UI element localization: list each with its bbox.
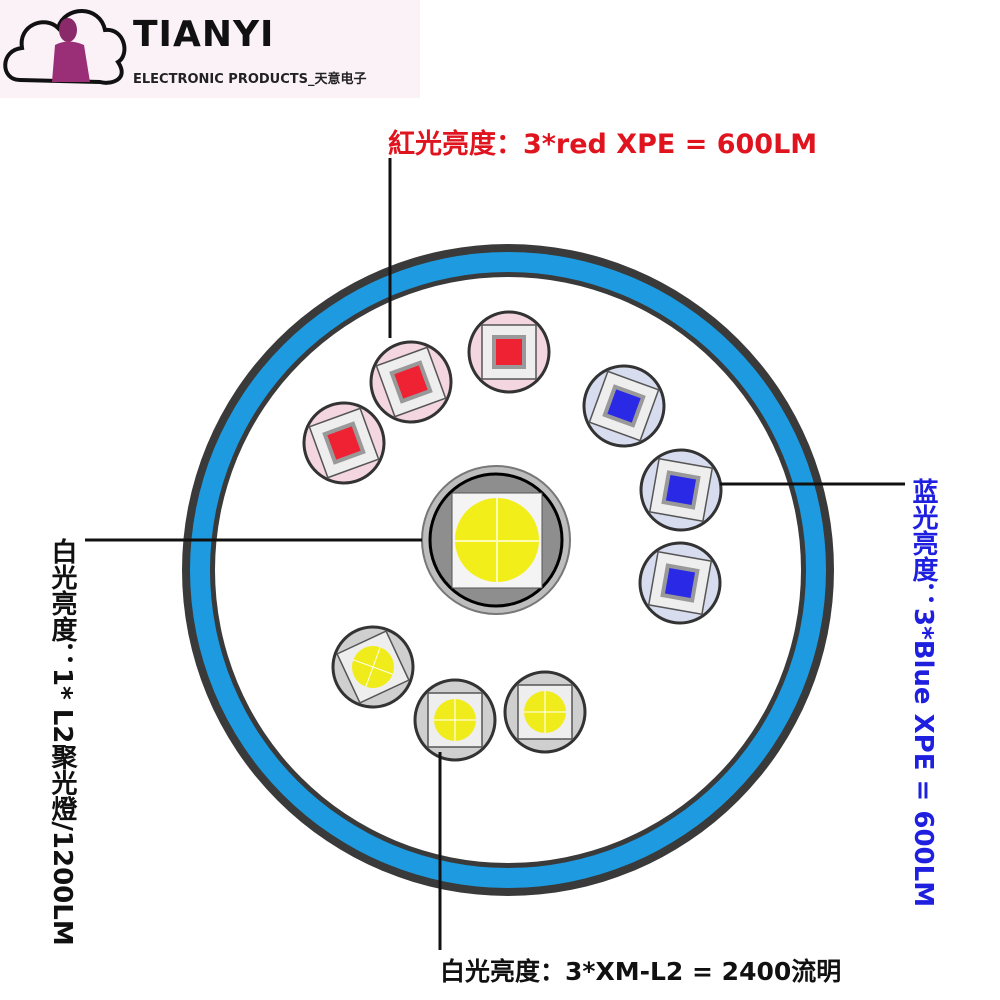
- white-led: [503, 670, 587, 754]
- white-led: [413, 678, 497, 762]
- brand-name: TIANYI: [133, 14, 275, 55]
- leader-lines: [85, 158, 905, 950]
- blue-brightness-label: 蓝光亮度：3*Blue XPE = 600LM: [908, 478, 938, 908]
- red-led: [467, 310, 551, 394]
- red-led: [302, 401, 386, 485]
- red-brightness-label: 紅光亮度：3*red XPE = 600LM: [388, 129, 818, 160]
- red-led: [369, 340, 453, 424]
- blue-led: [639, 448, 723, 532]
- center-led: [421, 465, 571, 615]
- blue-led: [582, 364, 666, 448]
- brand-subtitle: ELECTRONIC PRODUCTS_天意电子: [133, 72, 367, 87]
- white-led: [331, 625, 415, 709]
- white-brightness-label: 白光亮度：3*XM-L2 = 2400流明: [440, 957, 842, 986]
- cloud-person-icon: [3, 9, 127, 85]
- blue-led: [638, 541, 722, 625]
- center-white-brightness-label: 白光亮度：1* L2聚光燈/1200LM: [47, 538, 77, 946]
- logo: TIANYI ELECTRONIC PRODUCTS_天意电子: [0, 0, 420, 98]
